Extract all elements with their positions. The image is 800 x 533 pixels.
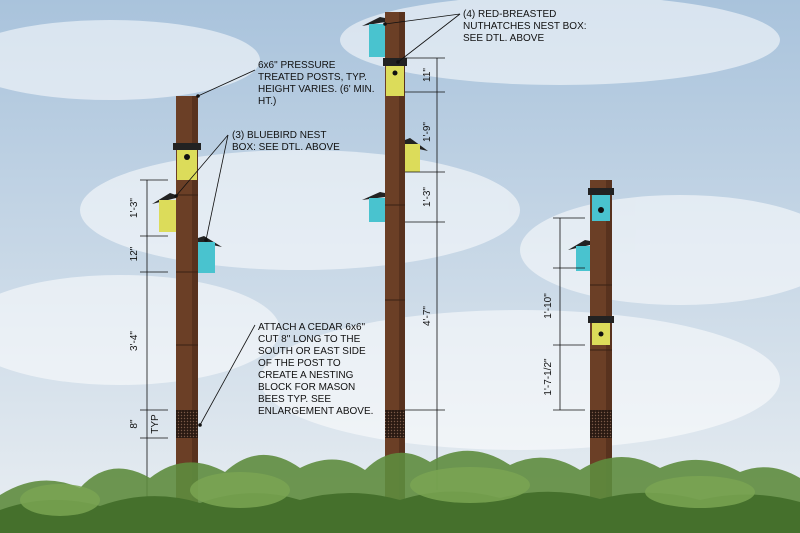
nuthatch-nest-box-side-icon [198, 236, 222, 273]
dim-left-8: 8" [129, 419, 140, 429]
mason-bee-block-icon [176, 410, 198, 438]
dim-middle-1-3: 1'-3" [422, 187, 433, 207]
bluebird-note: (3) BLUEBIRD NEST BOX: SEE DTL. ABOVE [232, 130, 340, 153]
mason-bee-block-icon [590, 410, 612, 438]
nuthatch-nest-box-side-left-icon [568, 240, 590, 271]
right-post-group [568, 180, 614, 533]
bluebird-nest-box-icon [173, 143, 201, 180]
left-post-group [152, 96, 222, 533]
dim-right-1-7-half: 1'-7-1/2" [543, 358, 554, 396]
dim-left-1-3: 1'-3" [129, 198, 140, 218]
leader-dots [174, 22, 400, 427]
bluebird-nest-box-side-right-icon [405, 138, 428, 172]
mason-bee-block-icon [385, 410, 405, 438]
middle-post-group [362, 12, 428, 533]
nuthatch-nest-box-side-left-icon [362, 192, 385, 222]
bluebird-nest-box-side-icon [152, 193, 176, 232]
dim-right-1-10: 1'-10" [543, 293, 554, 319]
leader-lines [175, 13, 461, 426]
bluebird-nest-box-front-icon [588, 316, 614, 345]
nuthatch-nest-box-top-icon [362, 17, 385, 57]
vegetation-icon [0, 450, 800, 533]
nuthatch-nest-box-front-icon [588, 188, 614, 221]
dim-left-3-4: 3'-4" [129, 331, 140, 351]
posts-note: 6x6" PRESSURE TREATED POSTS, TYP. HEIGHT… [258, 60, 377, 107]
mason-bee-note: ATTACH A CEDAR 6x6" CUT 8" LONG TO THE S… [258, 322, 373, 417]
dim-middle-11: 11" [422, 68, 433, 82]
nuthatch-note: (4) RED-BREASTED NUTHATCHES NEST BOX: SE… [463, 9, 589, 44]
dim-middle-4-7: 4'-7" [422, 306, 433, 326]
bluebird-nest-box-front-icon [383, 58, 407, 96]
dim-middle-1-9: 1'-9" [422, 122, 433, 142]
dimension-lines [140, 57, 585, 505]
dim-left-typ: TYP [150, 414, 161, 434]
dim-left-12: 12" [129, 246, 140, 261]
